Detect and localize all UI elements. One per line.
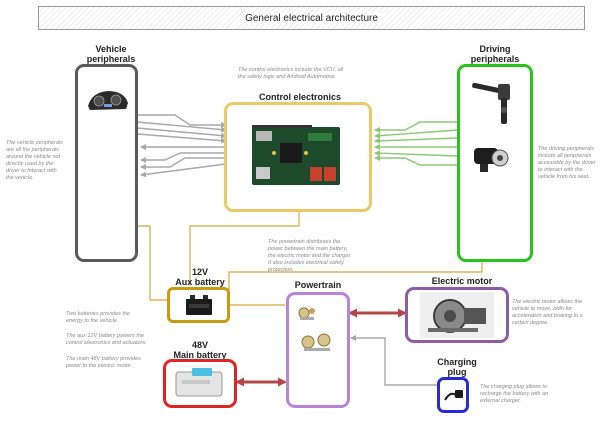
plug-icon [444,390,463,401]
driving-control-links [374,121,459,166]
control-electronics-box [224,102,372,212]
note-batteries-3: The main 48V battery provides power to t… [66,356,141,369]
charging-plug-box [437,377,469,413]
note-powertrain: The powertrain distributes the power bet… [268,239,352,273]
motor-icon [420,292,494,338]
vehicle-peripherals-label: Vehicle peripherals [86,44,136,64]
electric-motor-label: Electric motor [431,276,493,286]
note-control-electronics: The control electronics include the VCU,… [238,67,344,80]
note-batteries-1: Two batteries provides the energy to the… [66,311,131,324]
relay-icon-1 [298,307,315,320]
driving-peripherals-label: Driving peripherals [470,44,520,64]
steering-stalk-icon [472,82,510,124]
vehicle-control-links [136,114,227,178]
note-vehicle-peripherals: The vehicle peripherals are all the peri… [6,140,63,181]
charging-link [350,335,438,386]
aux-battery-label: 12V Aux battery [175,267,225,287]
charging-plug-label: Charging plug [437,357,477,377]
note-batteries-2: The aux 12V battery powers the control e… [66,333,147,346]
aux-supply-lines [137,212,483,306]
note-driving-peripherals: The driving peripherals include all peri… [538,146,596,180]
vcu-board-icon [252,125,340,185]
note-charging-plug: The charging plug allows to recharge the… [480,384,549,404]
dashboard-cluster-icon [88,91,128,110]
powertrain-label: Powertrain [294,280,342,290]
battery-pack-icon [175,368,223,397]
power-flows [235,308,407,387]
battery-icon [186,295,212,315]
control-electronics-label: Control electronics [258,92,341,102]
relay-icon-2 [301,333,331,351]
main-battery-label: 48V Main battery [173,340,227,360]
diagram-title: General electrical architecture [241,12,382,24]
title-banner: General electrical architecture [38,6,585,30]
note-electric-motor: The electric motor allows the vehicle to… [512,299,583,326]
pedal-sensor-icon [474,148,509,172]
